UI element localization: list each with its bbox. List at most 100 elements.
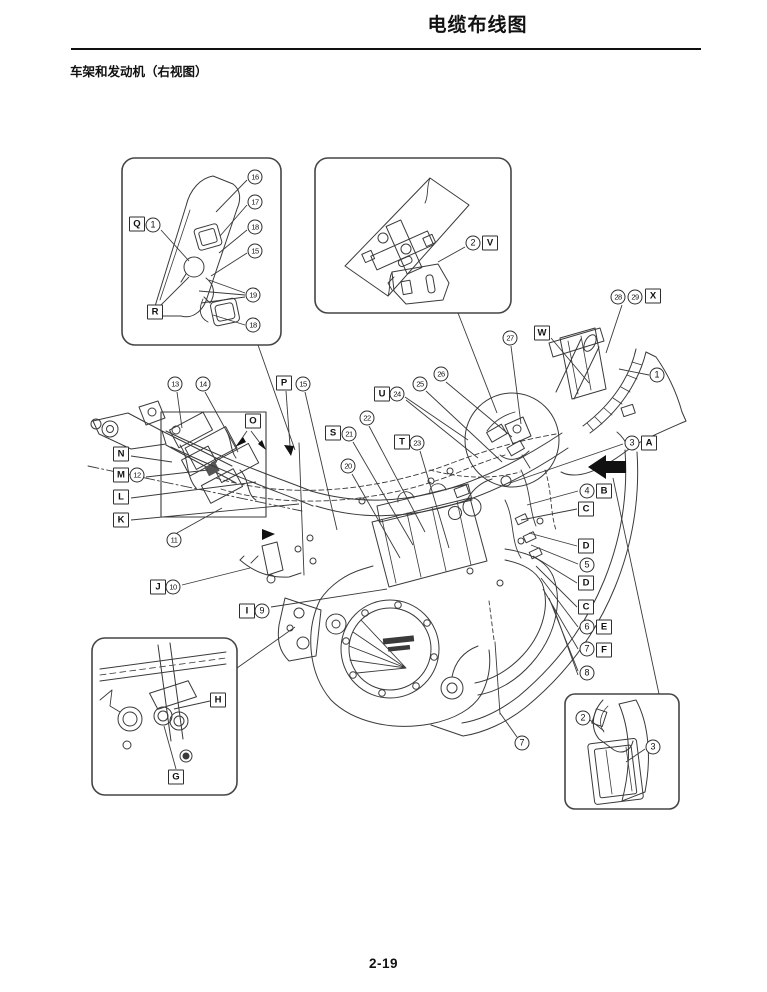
callout-number-6: 6 bbox=[579, 619, 595, 635]
dim-arrow-o-left bbox=[235, 437, 246, 447]
callout-number-18: 18 bbox=[245, 317, 261, 333]
frame-cradle bbox=[430, 449, 639, 737]
section-subtitle: 车架和发动机（右视图） bbox=[70, 65, 208, 79]
frame-and-engine-art bbox=[87, 327, 687, 737]
relay-cluster bbox=[160, 411, 267, 518]
exhaust-header bbox=[474, 548, 558, 696]
callout-number-16: 16 bbox=[247, 169, 263, 185]
front-body bbox=[548, 327, 687, 476]
callout-number-2: 2 bbox=[465, 235, 481, 251]
callout-number-22: 22 bbox=[359, 410, 375, 426]
inset-box-handlebar bbox=[121, 157, 282, 346]
callout-number-11: 11 bbox=[166, 532, 182, 548]
callout-letter-E: E bbox=[596, 619, 612, 635]
leader-line bbox=[218, 229, 248, 254]
cylinder-and-throttle bbox=[358, 467, 544, 588]
leader-line bbox=[160, 229, 190, 262]
inset-art bbox=[99, 175, 649, 805]
inset-battery-bracket bbox=[587, 699, 649, 805]
direction-arrows bbox=[235, 437, 626, 540]
leader-line bbox=[535, 565, 578, 608]
leader-line bbox=[176, 391, 183, 429]
brake-pedal-area bbox=[239, 541, 322, 662]
crankcase-clutch-cover bbox=[310, 565, 491, 727]
callout-letter-D: D bbox=[578, 575, 594, 591]
leader-line bbox=[270, 588, 388, 608]
callout-number-10: 10 bbox=[165, 579, 181, 595]
leader-line bbox=[612, 477, 660, 695]
leader-line bbox=[625, 748, 646, 763]
leader-line bbox=[425, 390, 503, 463]
callout-letter-V: V bbox=[482, 235, 498, 251]
callout-number-17: 17 bbox=[247, 194, 263, 210]
callout-number-14: 14 bbox=[195, 376, 211, 392]
page-number: 2-19 bbox=[368, 956, 399, 971]
callout-number-18: 18 bbox=[247, 219, 263, 235]
leader-line bbox=[200, 296, 246, 304]
callout-letter-B: B bbox=[596, 483, 612, 499]
callout-letter-X: X bbox=[645, 288, 661, 304]
leader-line bbox=[540, 577, 579, 628]
leader-line bbox=[419, 450, 450, 549]
callout-number-25: 25 bbox=[412, 376, 428, 392]
leader-line bbox=[457, 312, 498, 414]
leader-line bbox=[219, 204, 248, 237]
callout-number-26: 26 bbox=[433, 366, 449, 382]
callout-letter-L: L bbox=[113, 489, 129, 505]
inset-bracket-clip bbox=[344, 177, 470, 305]
leader-line bbox=[509, 443, 624, 484]
callout-letter-H: H bbox=[210, 692, 226, 708]
dim-arrow-o-right bbox=[258, 440, 266, 450]
callout-number-12: 12 bbox=[129, 467, 145, 483]
callout-letter-J: J bbox=[150, 579, 166, 595]
callout-letter-W: W bbox=[534, 325, 550, 341]
callout-number-3: 3 bbox=[645, 739, 661, 755]
leader-line bbox=[530, 544, 579, 565]
callout-number-15: 15 bbox=[247, 243, 263, 259]
leader-line bbox=[181, 567, 251, 586]
leader-line bbox=[437, 246, 466, 263]
callout-number-1: 1 bbox=[649, 367, 665, 383]
callout-letter-I: I bbox=[239, 603, 255, 619]
callout-letter-P: P bbox=[276, 375, 292, 391]
callout-letter-A: A bbox=[641, 435, 657, 451]
leader-line bbox=[510, 345, 522, 425]
leader-line bbox=[542, 588, 579, 650]
leader-line bbox=[304, 391, 338, 531]
callout-number-1: 1 bbox=[145, 217, 161, 233]
leader-line bbox=[215, 179, 248, 213]
callout-letter-T: T bbox=[394, 434, 410, 450]
callout-letter-Q: Q bbox=[129, 216, 145, 232]
leader-line bbox=[526, 490, 579, 506]
inset-engine-mount-detail bbox=[99, 642, 227, 763]
header-divider bbox=[71, 48, 701, 51]
wire-harness-dashed bbox=[215, 433, 557, 531]
callout-number-27: 27 bbox=[502, 330, 518, 346]
leader-line bbox=[159, 276, 190, 307]
callout-letter-C: C bbox=[578, 599, 594, 615]
leader-line bbox=[499, 712, 518, 738]
leader-line bbox=[550, 337, 590, 384]
leader-line bbox=[198, 290, 246, 296]
callout-number-21: 21 bbox=[341, 426, 357, 442]
callout-letter-S: S bbox=[325, 425, 341, 441]
callout-letter-K: K bbox=[113, 512, 129, 528]
callout-number-23: 23 bbox=[409, 435, 425, 451]
leader-line bbox=[176, 507, 223, 534]
leader-line bbox=[368, 425, 426, 533]
big-left-arrow bbox=[588, 455, 626, 479]
leader-line bbox=[204, 391, 239, 453]
leader-line bbox=[351, 473, 401, 559]
leader-line bbox=[173, 700, 211, 710]
leader-line bbox=[552, 605, 579, 676]
small-arrow-p bbox=[284, 445, 294, 456]
leader-line bbox=[145, 469, 209, 478]
callout-number-20: 20 bbox=[340, 458, 356, 474]
callout-number-7: 7 bbox=[514, 735, 530, 751]
callout-letter-N: N bbox=[113, 446, 129, 462]
leader-line bbox=[236, 626, 296, 669]
callout-number-7: 7 bbox=[579, 641, 595, 657]
leader-line bbox=[405, 399, 479, 459]
leader-line bbox=[445, 381, 513, 438]
